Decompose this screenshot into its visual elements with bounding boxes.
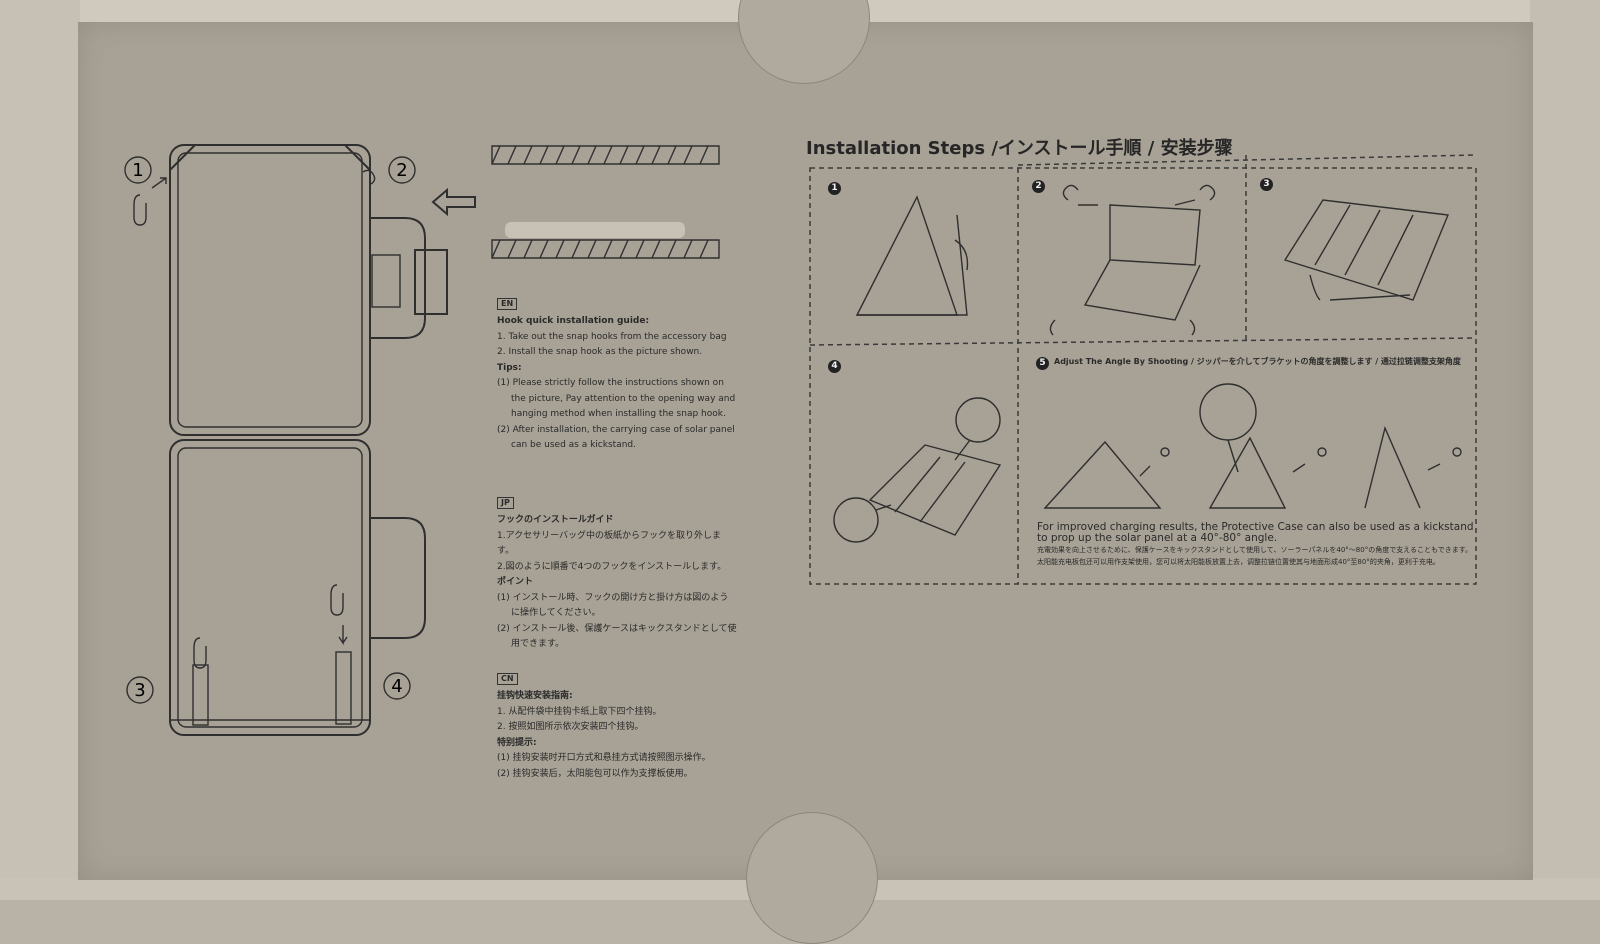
guide-jp-tips-label: ポイント bbox=[497, 577, 534, 587]
installation-title: Installation Steps /インストール手順 / 安装步骤 bbox=[806, 138, 1233, 159]
snap-hook-4 bbox=[330, 584, 344, 616]
guide-cn-tips-label: 特别提示: bbox=[497, 737, 537, 748]
guide-en: EN Hook quick installation guide: 1. Tak… bbox=[497, 297, 737, 454]
guide-jp-title: フックのインストールガイド bbox=[497, 515, 614, 525]
callout-1 bbox=[124, 156, 152, 184]
step4-illustration bbox=[833, 397, 1002, 543]
sun-icon-2 bbox=[1317, 447, 1327, 457]
step2-illustration bbox=[1049, 184, 1216, 336]
step-number-3: 3 bbox=[1260, 178, 1273, 191]
case-hook-diagram: 1 2 3 4 bbox=[124, 144, 1477, 736]
case-handle-top bbox=[370, 217, 426, 339]
arrow-left-icon bbox=[431, 187, 476, 217]
kickstand-text-cn: 太阳能充电板包还可以用作支架使用，您可以将太阳能板放置上去，调整拉链位置使其与地… bbox=[1037, 558, 1440, 566]
steps-grid bbox=[809, 167, 1477, 585]
guide-en-tip-2: (2) After installation, the carrying cas… bbox=[497, 424, 735, 451]
case-top-panel bbox=[169, 144, 371, 436]
sun-icon-1 bbox=[1160, 447, 1170, 457]
step5-title: Adjust The Angle By Shooting / ジッパーを介してブ… bbox=[1054, 357, 1461, 366]
box-edge-left bbox=[0, 0, 80, 900]
guide-jp: JP フックのインストールガイド 1.アクセサリーバッグ中の板紙からフックを取り… bbox=[497, 496, 737, 653]
kickstand-text-jp: 充電効果を向上させるために、保護ケースをキックスタンドとして使用して、ソーラーパ… bbox=[1037, 546, 1473, 554]
snap-hook-3 bbox=[193, 637, 207, 669]
guide-cn: CN 挂钩快速安装指南: 1. 从配件袋中挂钩卡纸上取下四个挂钩。 2. 按照如… bbox=[497, 672, 737, 782]
guide-en-title: Hook quick installation guide: bbox=[497, 316, 650, 326]
callout-2 bbox=[388, 156, 416, 184]
guide-cn-tip-2: (2) 挂钩安装后，太阳能包可以作为支撑板使用。 bbox=[497, 768, 693, 779]
guide-jp-tag: JP bbox=[497, 497, 514, 509]
case-handle-bottom bbox=[370, 517, 426, 639]
step1-illustration bbox=[855, 195, 969, 316]
guide-jp-step-1: 1.アクセサリーバッグ中の板紙からフックを取り外します。 bbox=[497, 530, 722, 557]
guide-en-step-2: 2. Install the snap hook as the picture … bbox=[497, 347, 703, 357]
sun-icon-3 bbox=[1452, 447, 1462, 457]
snap-hook-1 bbox=[133, 194, 147, 226]
snap-hook-2 bbox=[362, 169, 376, 185]
step-number-1: 1 bbox=[828, 182, 841, 195]
step-number-2: 2 bbox=[1032, 180, 1045, 193]
guide-cn-title: 挂钩快速安装指南: bbox=[497, 691, 573, 701]
callout-1-label: 1 bbox=[132, 160, 143, 181]
guide-jp-step-2: 2.図のように順番で4つのフックをインストールします。 bbox=[497, 561, 727, 572]
label-sticker bbox=[505, 222, 685, 238]
step5-illustration bbox=[1043, 383, 1462, 509]
guide-jp-tip-2: (2) インストール後、保護ケースはキックスタンドとして使用できます。 bbox=[497, 623, 737, 650]
step3-illustration bbox=[1283, 199, 1449, 301]
guide-en-step-1: 1. Take out the snap hooks from the acce… bbox=[497, 331, 727, 342]
box-edge-right bbox=[1530, 0, 1600, 900]
callout-3 bbox=[126, 676, 154, 704]
callout-3-label: 3 bbox=[134, 680, 145, 701]
guide-en-tip-1: (1) Please strictly follow the instructi… bbox=[497, 378, 736, 419]
kickstand-text-en: For improved charging results, the Prote… bbox=[1037, 521, 1474, 544]
hatched-bar-top bbox=[491, 145, 720, 165]
guide-cn-tag: CN bbox=[497, 673, 518, 685]
callout-4 bbox=[383, 672, 411, 700]
guide-en-tips-label: Tips: bbox=[497, 362, 522, 373]
guide-cn-step-1: 1. 从配件袋中挂钩卡纸上取下四个挂钩。 bbox=[497, 706, 662, 717]
guide-cn-tip-1: (1) 挂钩安装时开口方式和悬挂方式请按照图示操作。 bbox=[497, 753, 711, 763]
step-number-5: 5 bbox=[1036, 357, 1049, 370]
hatched-bar-bottom bbox=[491, 239, 720, 259]
guide-en-tag: EN bbox=[497, 298, 518, 310]
guide-cn-step-2: 2. 按照如图所示依次安装四个挂钩。 bbox=[497, 722, 644, 732]
instruction-panel bbox=[78, 0, 1533, 944]
callout-4-label: 4 bbox=[391, 676, 402, 697]
callout-2-label: 2 bbox=[396, 160, 407, 181]
step-number-4: 4 bbox=[828, 360, 841, 373]
guide-jp-tip-1: (1) インストール時、フックの開け方と掛け方は図のように操作してください。 bbox=[497, 592, 729, 619]
case-bottom-panel bbox=[169, 439, 371, 736]
